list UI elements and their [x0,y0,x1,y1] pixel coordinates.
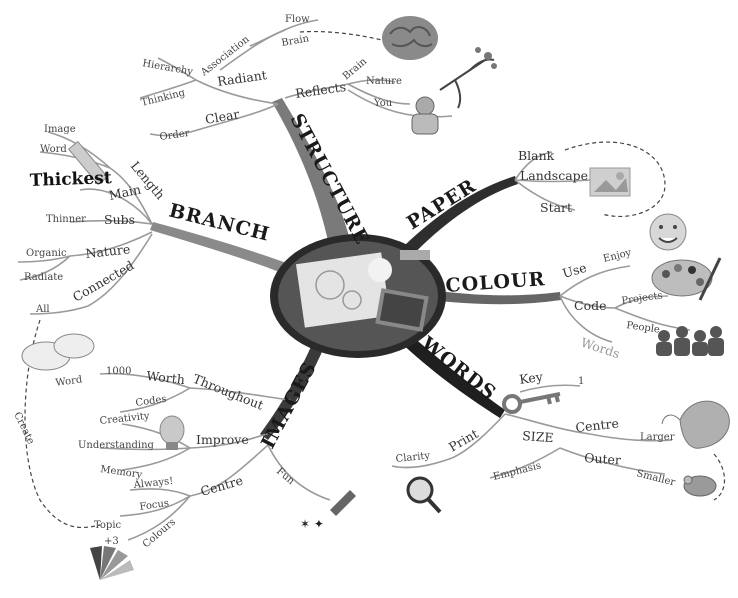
radiant-label: Radiant [216,67,267,89]
all-label: All [35,304,50,315]
landscape-label: Landscape [520,168,588,183]
brain-icon [382,16,438,60]
hierarchy-label: Hierarchy [141,58,194,78]
colour-label: COLOUR [445,268,546,297]
throughout-label: Throughout [191,371,266,413]
word-images-label: Word [55,374,84,389]
you-label: You [373,98,393,109]
create-label: Create [11,410,36,446]
size-label: SIZE [522,428,554,445]
use-label: Use [561,260,589,281]
rocket-icon: ✶ ✦ [300,490,356,531]
organic-label: Organic [26,248,67,259]
focus-label: Focus [139,498,170,513]
brain-label-a: Brain [281,33,311,49]
clarity-label: Clarity [395,450,431,465]
tree-icon [440,47,497,108]
thousand-label: 1000 [106,366,131,377]
clear-label: Clear [204,106,240,127]
colour-swatch-icon [90,546,134,580]
worth-label: Worth [146,368,186,387]
one-label: 1 [578,376,584,387]
projects-label: Projects [621,290,663,307]
centre-images-label: Centre [199,472,245,498]
brain-connector [300,32,382,40]
word-branch-label: Word [40,144,67,155]
magnifier-icon [408,478,440,512]
main-label: Main [108,182,143,203]
topic-label: Topic [94,520,122,531]
thickest-label: Thickest [29,168,112,191]
words-label: WORDS [416,332,500,405]
connected-label: Connected [70,258,136,305]
enjoy-label: Enjoy [602,247,633,265]
start-label: Start [540,200,572,215]
subs-label: Subs [104,212,135,227]
size-connector [714,454,725,500]
understanding-label: Understanding [78,440,155,451]
lightbulb-icon [160,416,184,450]
nature-label: Nature [366,76,402,87]
svg-text:✶ ✦: ✶ ✦ [300,517,324,531]
central-image [270,234,446,358]
order-label: Order [159,128,191,143]
image-branch-label: Image [44,124,76,135]
key-icon [504,394,560,412]
thinner-label: Thinner [46,214,86,225]
plus3-label: +3 [104,536,119,547]
codes-label: Codes [135,394,167,409]
blank-label: Blank [518,148,555,163]
reflects-label: Reflects [294,79,347,101]
larger-label: Larger [640,432,675,443]
person-icon [412,97,438,134]
memory-label: Memory [100,464,144,481]
mouse-icon [684,476,716,496]
images-label: IMAGES [257,358,321,452]
fun-label: Fun [274,466,297,488]
improve-label: Improve [196,432,249,447]
centre-words-label: Centre [575,416,620,435]
emphasis-label: Emphasis [492,460,542,483]
nature-branch-label: Nature [85,241,131,261]
landscape-picture-icon [590,168,630,196]
smiley-icon [650,214,686,250]
outer-label: Outer [584,450,622,468]
speech-bubbles-icon [22,334,94,370]
flow-label: Flow [285,14,310,25]
smaller-label: Smaller [635,468,676,488]
radiate-label: Radiate [24,272,63,283]
people-icon [656,326,724,356]
print-label: Print [446,426,481,455]
colours-label: Colours [141,517,178,551]
code-label: Code [574,298,607,313]
key-label: Key [518,369,544,387]
